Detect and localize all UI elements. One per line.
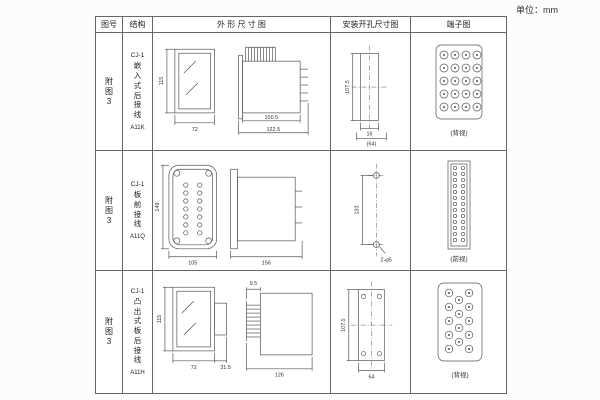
dim-width-label: 72 bbox=[191, 365, 197, 371]
dim-height-label: 149 bbox=[155, 202, 161, 211]
cell-row2-terminal: (前视) bbox=[411, 151, 506, 271]
mounting-type-label: 板 前 接 线 bbox=[133, 190, 142, 229]
install-holes-drawing: 133 2-φ5 bbox=[355, 163, 392, 263]
cell-row1-outline: 115 72 bbox=[153, 33, 331, 151]
cell-row3-terminal: (背视) bbox=[411, 271, 506, 393]
side-view bbox=[238, 46, 309, 119]
side-dimensions: 9.5 126 bbox=[246, 281, 313, 379]
dimension-table: 图号 结构 外 形 尺 寸 图 安装开孔尺寸图 端子图 附 图 3 CJ-1 嵌… bbox=[95, 16, 507, 394]
dim-pin-label: 9.5 bbox=[250, 281, 258, 287]
dim-width-label: 64 bbox=[368, 374, 374, 380]
dim-width-label: 105 bbox=[188, 260, 197, 266]
figure-number: 附 图 3 bbox=[105, 195, 113, 225]
cell-row2-figno: 附 图 3 bbox=[96, 151, 123, 271]
model-code-label: A11H bbox=[130, 370, 145, 377]
outline-drawing-flush-mount: 115 72 bbox=[159, 46, 309, 135]
cell-row3-figno: 附 图 3 bbox=[96, 271, 123, 393]
cell-row1-terminal: (背视) bbox=[411, 33, 506, 151]
dim-depth-label: 156 bbox=[262, 260, 271, 266]
terminal-pins bbox=[444, 288, 474, 354]
model-code-label: A11Q bbox=[130, 234, 145, 240]
figure-number: 附 图 3 bbox=[105, 76, 113, 106]
front-dimensions: 115 72 bbox=[159, 48, 215, 132]
dim-width-label: 72 bbox=[192, 126, 198, 132]
side-view bbox=[246, 292, 313, 356]
mounting-holes bbox=[368, 163, 385, 256]
model-code-label: A11K bbox=[130, 124, 145, 131]
front-plate-view bbox=[168, 164, 217, 249]
front-view bbox=[174, 48, 215, 113]
mounting-type-label: 嵌 入 式 后 接 线 bbox=[133, 61, 142, 119]
install-cutout-drawing: 107.5 16 (64) bbox=[345, 45, 388, 147]
figure-number: 附 图 3 bbox=[105, 317, 113, 346]
front-dimensions: 115 72 31.5 bbox=[157, 286, 231, 371]
dim-height-label: 107.5 bbox=[341, 318, 347, 332]
cell-row2-install: 133 2-φ5 bbox=[331, 151, 411, 271]
view-caption: (背视) bbox=[450, 128, 467, 137]
terminal-pins bbox=[439, 50, 482, 111]
plate-dimensions: 149 105 bbox=[155, 164, 217, 266]
dim-depth2-label: 122.5 bbox=[266, 126, 280, 132]
cell-row1-structure: CJ-1 嵌 入 式 后 接 线 A11K bbox=[123, 33, 153, 151]
view-caption: (背视) bbox=[451, 370, 468, 379]
terminal-diagram-rear-view: (背视) bbox=[437, 282, 483, 379]
cell-row1-figno: 附 图 3 bbox=[96, 33, 123, 151]
dim-height-label: 115 bbox=[157, 315, 163, 324]
dim-cutout-width: 16 bbox=[366, 131, 372, 137]
dim-hole-spacing: 133 bbox=[355, 205, 361, 214]
col-header-outline: 外 形 尺 寸 图 bbox=[153, 17, 331, 33]
cell-row2-outline: 149 105 156 bbox=[153, 151, 331, 271]
terminal-pins bbox=[452, 165, 466, 242]
cutout-dimensions: 107.5 16 (64) bbox=[345, 52, 387, 147]
dim-cutout-note: (64) bbox=[367, 141, 377, 147]
dim-depth1-label: 100.5 bbox=[265, 114, 279, 120]
model-label: CJ-1 bbox=[130, 181, 145, 188]
mounting-type-label: 凸 出 式 板 后 接 线 bbox=[133, 296, 142, 365]
view-caption: (前视) bbox=[450, 254, 467, 263]
front-view bbox=[172, 286, 227, 352]
side-dimensions: 100.5 122.5 bbox=[238, 102, 309, 135]
col-header-structure: 结构 bbox=[123, 17, 153, 33]
model-label: CJ-1 bbox=[130, 52, 145, 60]
cell-row3-outline: 115 72 31.5 bbox=[153, 271, 331, 393]
terminal-diagram-front-view: (前视) bbox=[447, 160, 471, 263]
dim-height-label: 115 bbox=[159, 76, 165, 85]
terminal-diagram-rear-view: (背视) bbox=[435, 44, 483, 137]
hole-pattern bbox=[350, 281, 393, 369]
cell-row3-install: 107.5 64 bbox=[331, 271, 411, 393]
cell-row3-structure: CJ-1 凸 出 式 板 后 接 线 A11H bbox=[123, 271, 153, 393]
col-header-install: 安装开孔尺寸图 bbox=[331, 17, 411, 33]
hole-dimensions: 133 2-φ5 bbox=[355, 174, 392, 263]
side-dimensions: 156 bbox=[230, 240, 303, 266]
dim-offset-label: 31.5 bbox=[220, 365, 231, 371]
outline-drawing-front-wiring: 149 105 156 bbox=[155, 164, 303, 266]
panel-cutout bbox=[351, 45, 388, 129]
hole-dimensions: 107.5 64 bbox=[341, 289, 385, 380]
side-view bbox=[230, 168, 303, 249]
unit-label: 单位：mm bbox=[516, 5, 558, 15]
model-label: CJ-1 bbox=[130, 287, 145, 295]
install-holes-drawing: 107.5 64 bbox=[341, 281, 393, 380]
cell-row2-structure: CJ-1 板 前 接 线 A11Q bbox=[123, 151, 153, 271]
dim-depth-label: 126 bbox=[275, 373, 284, 379]
col-header-figno: 图号 bbox=[96, 17, 123, 33]
dim-cutout-height: 107.5 bbox=[345, 80, 351, 94]
outline-drawing-projecting-mount: 115 72 31.5 bbox=[157, 281, 313, 379]
hole-size-label: 2-φ5 bbox=[380, 257, 391, 263]
cell-row1-install: 107.5 16 (64) bbox=[331, 33, 411, 151]
col-header-terminal: 端子图 bbox=[411, 17, 506, 33]
